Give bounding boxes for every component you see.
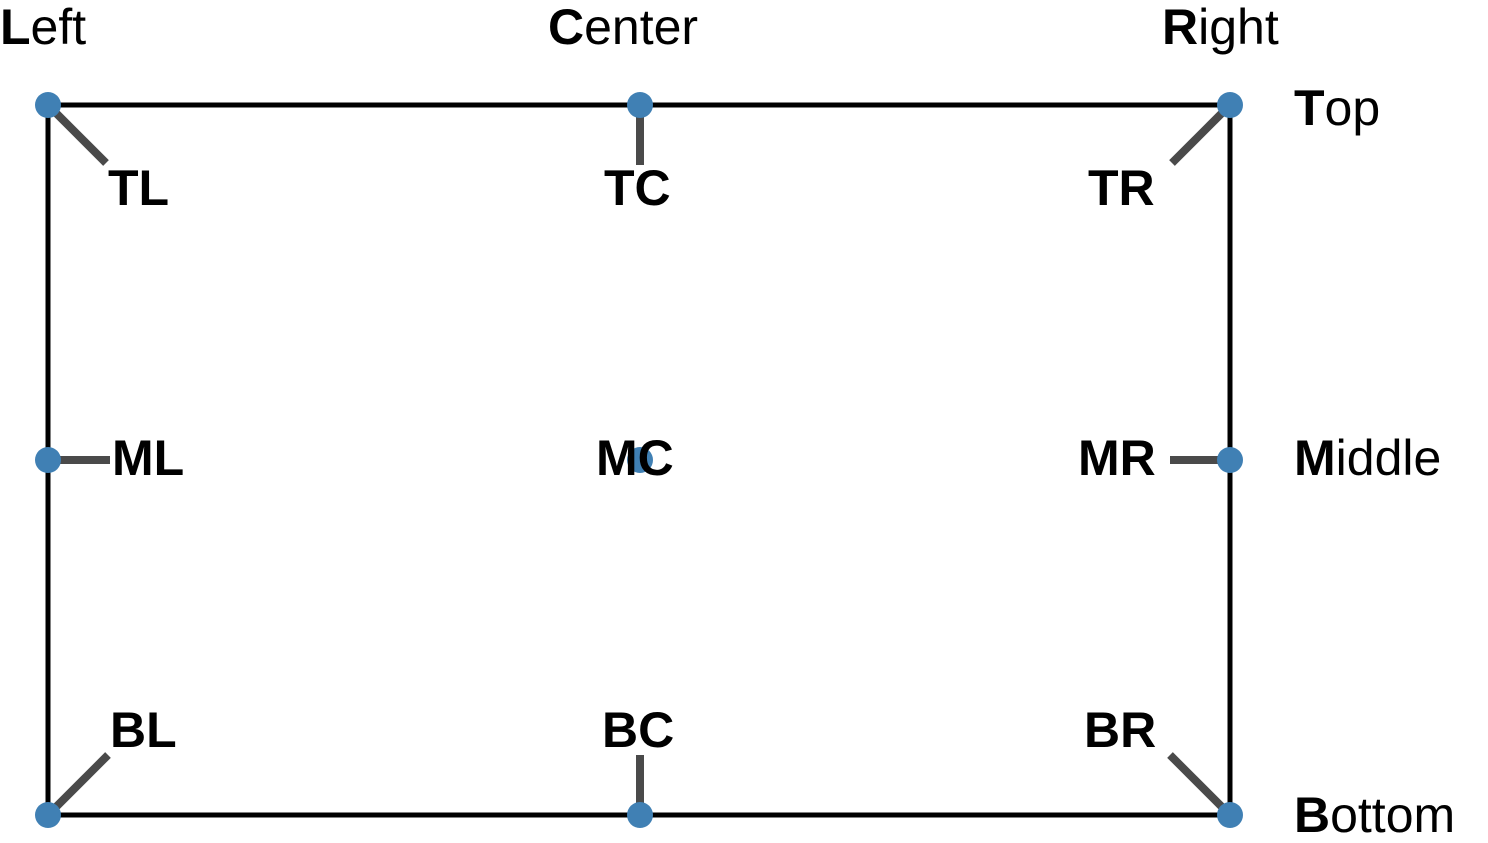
anchor-node-mr[interactable] bbox=[1217, 447, 1243, 473]
row-header-top-initial: T bbox=[1294, 80, 1325, 136]
row-header-middle: Middle bbox=[1294, 433, 1441, 483]
anchor-node-ml[interactable] bbox=[35, 447, 61, 473]
row-header-bottom: Bottom bbox=[1294, 790, 1455, 840]
anchor-label-bc: BC bbox=[602, 702, 675, 758]
row-header-top-rest: op bbox=[1324, 80, 1381, 136]
connector-bl bbox=[53, 752, 111, 810]
column-header-center: Center bbox=[548, 2, 698, 52]
anchor-node-bc[interactable] bbox=[627, 802, 653, 828]
column-header-center-initial: C bbox=[548, 0, 585, 55]
anchor-node-tl[interactable] bbox=[35, 92, 61, 118]
column-header-center-rest: enter bbox=[584, 0, 699, 55]
anchor-label-tc: TC bbox=[604, 160, 671, 216]
anchor-node-br[interactable] bbox=[1217, 802, 1243, 828]
row-header-top: Top bbox=[1294, 83, 1380, 133]
column-header-right-initial: R bbox=[1162, 0, 1199, 55]
row-header-middle-initial: M bbox=[1294, 430, 1336, 486]
anchor-node-mc[interactable] bbox=[627, 447, 653, 473]
column-header-right: Right bbox=[1162, 2, 1279, 52]
anchor-label-mr: MR bbox=[1078, 430, 1156, 486]
anchor-node-bl[interactable] bbox=[35, 802, 61, 828]
anchor-node-tr[interactable] bbox=[1217, 92, 1243, 118]
anchor-label-tr: TR bbox=[1088, 160, 1155, 216]
column-header-left-rest: eft bbox=[30, 0, 87, 55]
row-header-middle-rest: iddle bbox=[1335, 430, 1442, 486]
anchor-label-br: BR bbox=[1084, 702, 1157, 758]
connector-br bbox=[1167, 752, 1225, 810]
connector-lines bbox=[53, 110, 1225, 810]
column-header-left: Left bbox=[0, 2, 86, 52]
anchor-label-ml: ML bbox=[112, 430, 185, 486]
anchor-label-mc: MC bbox=[596, 430, 674, 486]
row-header-bottom-initial: B bbox=[1294, 787, 1331, 843]
anchor-node-tc[interactable] bbox=[627, 92, 653, 118]
row-header-bottom-rest: ottom bbox=[1330, 787, 1456, 843]
column-header-left-initial: L bbox=[0, 0, 31, 55]
anchor-nodes bbox=[35, 92, 1243, 828]
anchor-label-tl: TL bbox=[108, 160, 170, 216]
connector-tr bbox=[1169, 110, 1225, 166]
anchor-label-bl: BL bbox=[110, 702, 177, 758]
column-header-right-rest: ight bbox=[1198, 0, 1279, 55]
connector-tl bbox=[53, 110, 109, 166]
